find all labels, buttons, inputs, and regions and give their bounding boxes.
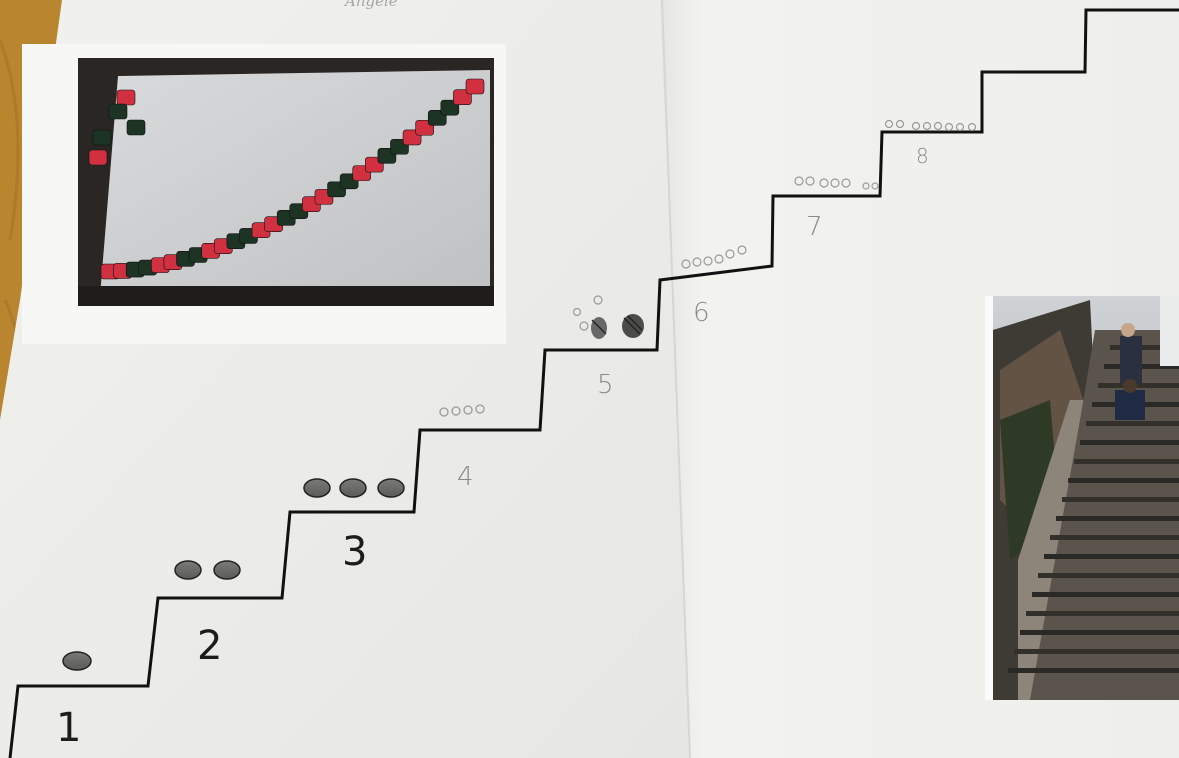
step-1-dots (63, 652, 91, 670)
stair-tread (1062, 497, 1179, 502)
linking-cube (466, 79, 484, 94)
loose-cube (127, 120, 145, 135)
loose-cube (117, 90, 135, 105)
stair-tread (1044, 554, 1179, 559)
step-label-1: 1 (56, 708, 81, 748)
step-label-8: 8 (916, 146, 929, 166)
loose-cube (109, 104, 127, 119)
photo-blocks (22, 44, 506, 344)
stair-tread (1074, 459, 1179, 464)
step-label-5: 5 (597, 372, 614, 398)
stair-tread (1056, 516, 1179, 521)
loose-cube (93, 130, 111, 145)
stair-tread (1008, 668, 1179, 673)
stair-tread (1068, 478, 1179, 483)
stair-tread (1014, 649, 1179, 654)
step-label-7: 7 (806, 214, 823, 240)
loose-cube (89, 150, 107, 165)
stair-tread (1038, 573, 1179, 578)
step-3-dots (304, 479, 404, 497)
handwritten-name: Angèle (345, 0, 398, 10)
step-label-4: 4 (457, 464, 474, 490)
stair-tread (1032, 592, 1179, 597)
stair-tread (1020, 630, 1179, 635)
stair-tread (1080, 440, 1179, 445)
stair-tread (1050, 535, 1179, 540)
step-label-2: 2 (197, 626, 222, 666)
stair-tread (1026, 611, 1179, 616)
photo-stairs (985, 296, 1179, 700)
step-label-3: 3 (342, 532, 367, 572)
stair-tread (1086, 421, 1179, 426)
step-label-6: 6 (693, 300, 710, 326)
